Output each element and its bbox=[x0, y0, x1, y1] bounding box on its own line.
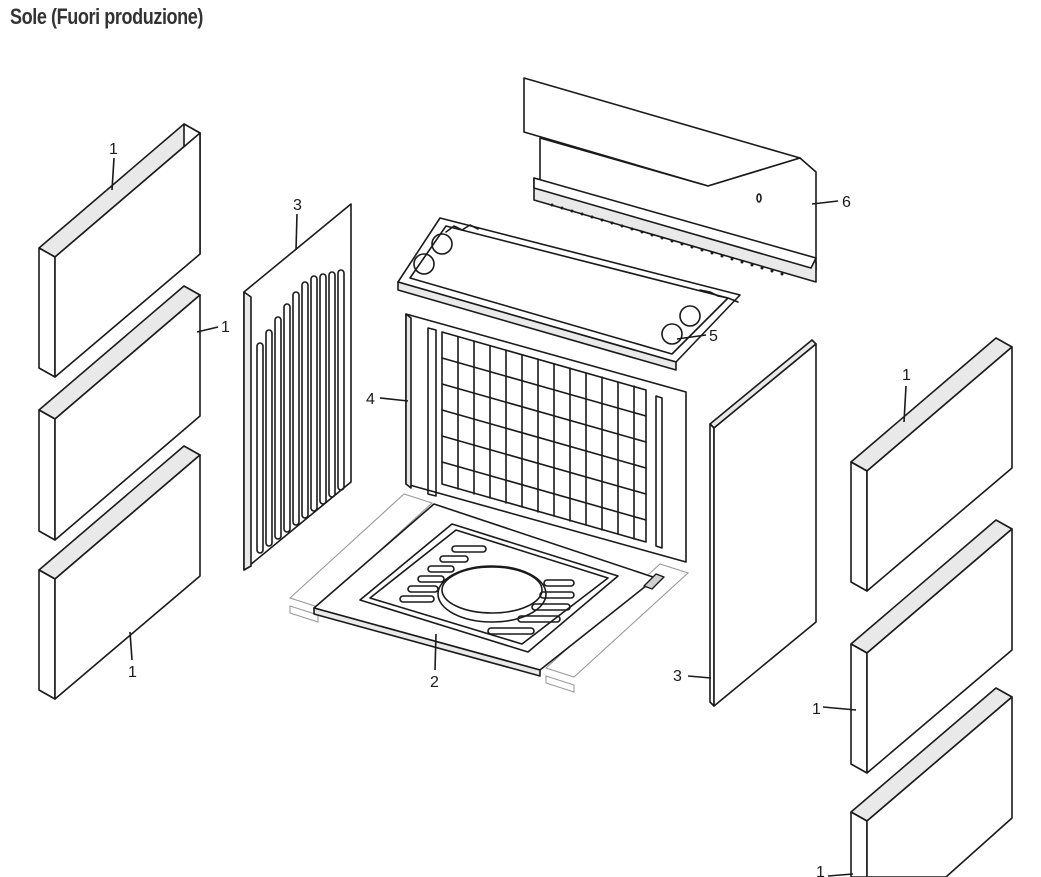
leader-lines bbox=[111, 157, 907, 877]
callout-side-panel-left: 3 bbox=[293, 197, 302, 214]
deflector-holes bbox=[550, 203, 784, 276]
brick-bot-left bbox=[38, 445, 201, 700]
callout-brick-mid-right: 1 bbox=[812, 701, 821, 718]
callout-baffle: 5 bbox=[709, 328, 718, 345]
callout-side-panel-right: 3 bbox=[673, 668, 682, 685]
side-panel-left bbox=[243, 203, 352, 571]
base-grate bbox=[288, 493, 690, 693]
back-panel-grid-horizontals bbox=[441, 357, 647, 521]
baffle bbox=[397, 217, 741, 371]
side-panel-right bbox=[709, 339, 817, 707]
callout-base-grate: 2 bbox=[430, 674, 439, 691]
callout-brick-bot-right: 1 bbox=[816, 864, 825, 877]
deflector bbox=[523, 77, 817, 283]
brick-mid-left bbox=[38, 285, 201, 541]
callout-deflector: 6 bbox=[842, 194, 851, 211]
callout-back-panel: 4 bbox=[366, 391, 375, 408]
page-title: Sole (Fuori produzione) bbox=[10, 4, 204, 29]
callout-brick-mid-left: 1 bbox=[221, 319, 230, 336]
back-panel bbox=[405, 313, 687, 563]
callout-brick-bot-left: 1 bbox=[128, 664, 137, 681]
callout-brick-top-left: 1 bbox=[109, 141, 118, 158]
brick-bot-right bbox=[850, 687, 1013, 877]
grate-slots bbox=[399, 545, 575, 635]
brick-top-left bbox=[38, 123, 201, 378]
callout-brick-top-right: 1 bbox=[902, 367, 911, 384]
brick-mid-right bbox=[850, 519, 1013, 774]
brick-top-right bbox=[850, 337, 1013, 592]
